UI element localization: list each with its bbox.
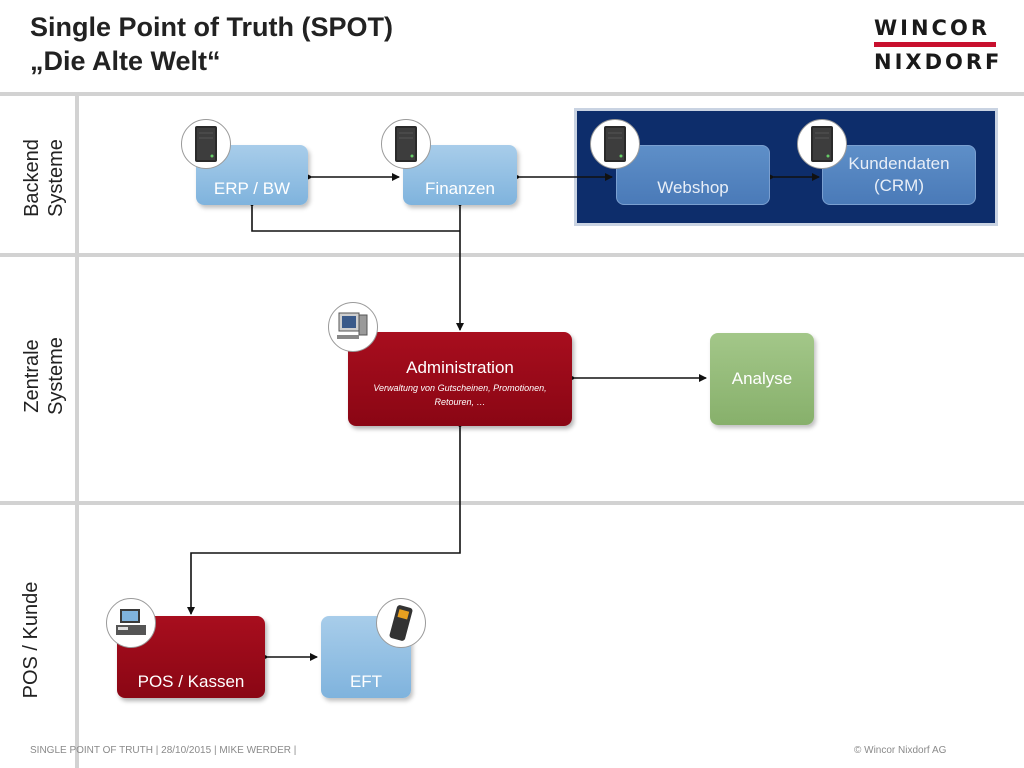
divider-top bbox=[0, 92, 1024, 96]
webshop-box[interactable]: Webshop bbox=[616, 145, 770, 205]
divider-zentrale-pos bbox=[0, 501, 1024, 505]
server-icon bbox=[797, 119, 847, 169]
erp-bw-label: ERP / BW bbox=[213, 179, 291, 198]
administration-box[interactable]: Administration Verwaltung von Gutscheine… bbox=[348, 332, 572, 426]
desktop-computer-icon bbox=[328, 302, 378, 352]
analyse-box[interactable]: Analyse bbox=[710, 333, 814, 425]
slide-title: Single Point of Truth (SPOT) „Die Alte W… bbox=[30, 10, 393, 78]
server-icon bbox=[590, 119, 640, 169]
logo-bar bbox=[874, 42, 996, 47]
footer-left: SINGLE POINT OF TRUTH | 28/10/2015 | MIK… bbox=[30, 745, 297, 756]
divider-backend-zentrale bbox=[0, 253, 1024, 257]
footer-copyright: © Wincor Nixdorf AG bbox=[854, 745, 947, 756]
wincor-nixdorf-logo: WINCOR NIXDORF bbox=[874, 16, 1003, 74]
administration-description: Verwaltung von Gutscheinen, Promotionen,… bbox=[373, 382, 547, 407]
administration-label: Administration bbox=[406, 357, 514, 377]
logo-line-1: WINCOR bbox=[874, 16, 990, 40]
row-label-divider bbox=[75, 92, 79, 768]
crm-label-line-1: Kundendaten bbox=[848, 154, 950, 173]
finanzen-label: Finanzen bbox=[425, 179, 495, 198]
cash-register-icon bbox=[106, 598, 156, 648]
arrow-admin-erp bbox=[248, 200, 460, 232]
logo-line-2: NIXDORF bbox=[874, 50, 1003, 74]
card-terminal-icon bbox=[376, 598, 426, 648]
crm-box[interactable]: Kundendaten (CRM) bbox=[822, 145, 976, 205]
server-icon bbox=[181, 119, 231, 169]
arrow-admin-pos bbox=[187, 421, 464, 615]
server-icon bbox=[381, 119, 431, 169]
eft-label: EFT bbox=[349, 672, 383, 691]
crm-label-line-2: (CRM) bbox=[873, 176, 925, 195]
webshop-label: Webshop bbox=[657, 178, 729, 197]
pos-kassen-label: POS / Kassen bbox=[137, 672, 245, 691]
title-line-2: „Die Alte Welt“ bbox=[30, 46, 221, 76]
title-line-1: Single Point of Truth (SPOT) bbox=[30, 12, 393, 42]
analyse-label: Analyse bbox=[731, 369, 793, 388]
